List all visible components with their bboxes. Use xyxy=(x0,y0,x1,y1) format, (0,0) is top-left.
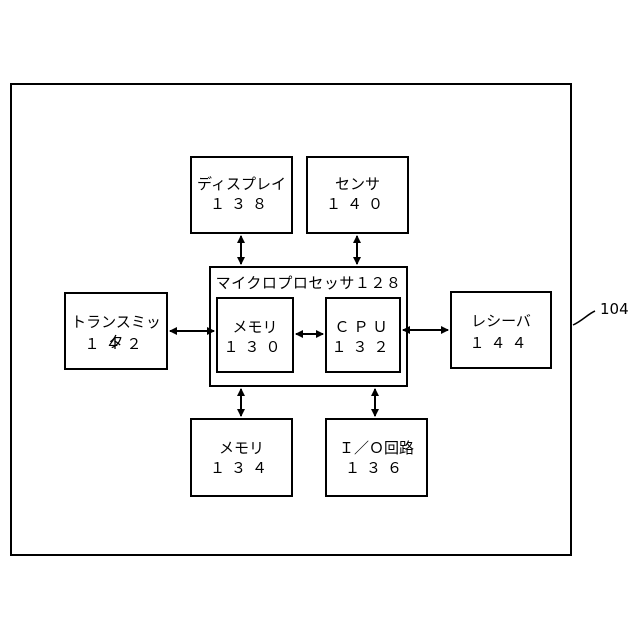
device-reference-number: 104 xyxy=(600,300,629,318)
reference-leader-line xyxy=(573,311,595,325)
